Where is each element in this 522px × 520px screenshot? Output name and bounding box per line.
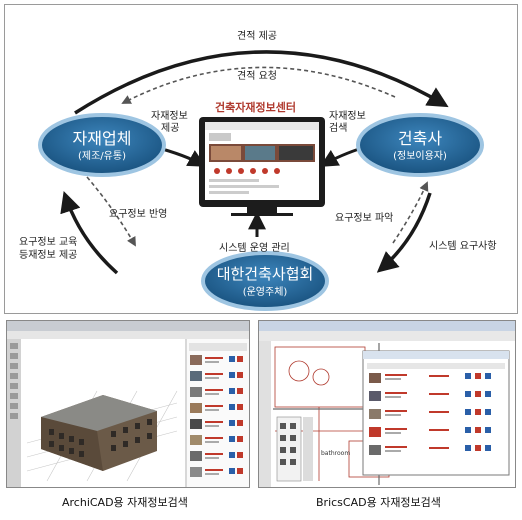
left-node-ellipse <box>38 113 166 177</box>
left-monitor-label-2: 제공 <box>161 123 180 134</box>
bricscad-caption: BricsCAD용 자재정보검색 <box>316 496 441 509</box>
bottom-center-label: 시스템 운영 관리 <box>219 243 290 254</box>
left-up-solid-arrow <box>60 191 119 275</box>
quote-request-arrow <box>121 66 396 104</box>
center-label: 건축자재정보센터 <box>215 101 296 114</box>
bottom-node-ellipse <box>201 251 329 311</box>
right-monitor-label-1: 자재정보 <box>329 111 366 122</box>
left-up-label-2: 등재정보 제공 <box>19 250 78 261</box>
archicad-caption: ArchiCAD용 자재정보검색 <box>62 496 188 509</box>
left-down-label: 요구정보 반영 <box>109 209 168 220</box>
right-up-dashed-arrow <box>392 181 429 244</box>
right-down-label: 요구정보 파악 <box>335 213 394 224</box>
bathroom-label: bathroom <box>321 450 350 457</box>
bricscad-screenshot-graphic: bathroom <box>259 321 515 487</box>
right-up-label: 시스템 요구사항 <box>429 241 497 252</box>
bottom-node-subtitle: (운영주체) <box>242 287 288 298</box>
right-down-solid-arrow <box>376 192 432 273</box>
right-node-ellipse <box>356 113 484 177</box>
archicad-screenshot-graphic <box>7 321 249 487</box>
left-node-title: 자재업체 <box>72 129 132 148</box>
left-monitor-label-1: 자재정보 <box>151 111 188 122</box>
bottom-node-title: 대한건축사협회 <box>216 265 314 283</box>
right-monitor-label-2: 검색 <box>329 123 348 134</box>
right-node-subtitle: (정보이용자) <box>393 151 447 162</box>
left-up-label-1: 요구정보 교육 <box>19 237 78 248</box>
left-down-dashed-arrow <box>86 176 136 247</box>
bricscad-screenshot: bathroom <box>258 320 516 488</box>
top-arrow-label: 견적 제공 <box>237 31 277 42</box>
inner-arrow-label: 견적 요청 <box>237 71 277 82</box>
left-node-subtitle: (제조/유통) <box>78 151 126 162</box>
monitor-icon <box>199 117 325 216</box>
quote-provide-arrow <box>74 50 449 115</box>
right-node-title: 건축사 <box>397 129 443 148</box>
information-flow-diagram: 견적 제공 견적 요청 자재업체 (제조/유통) 건축사 (정보이용자) 대한건… <box>4 4 518 314</box>
diagram-graphics <box>38 50 484 311</box>
archicad-screenshot <box>6 320 250 488</box>
